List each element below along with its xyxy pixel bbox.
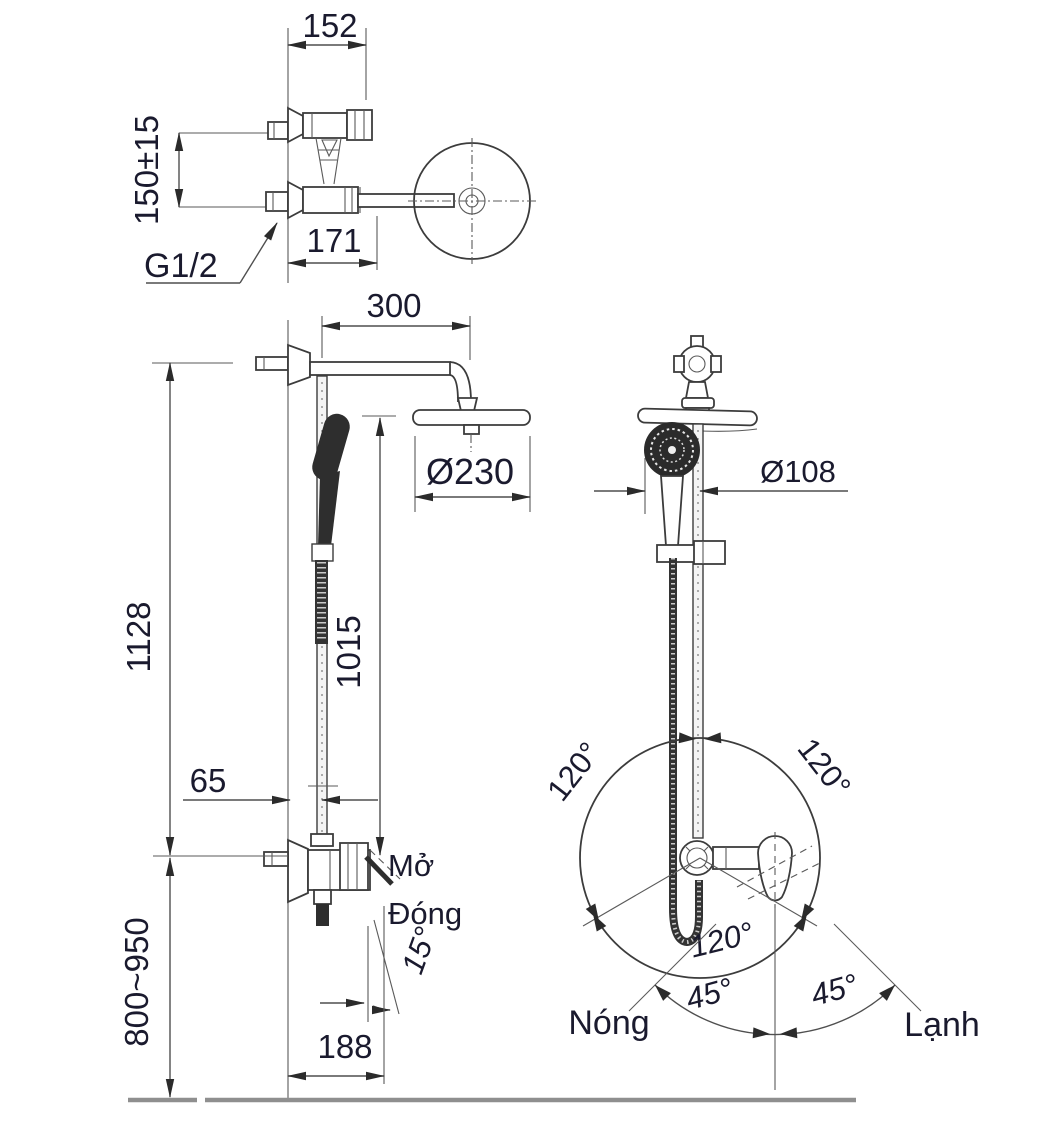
hot-cold-angle-diagram: 45° 45° Nóng Lạnh bbox=[568, 905, 980, 1090]
dim-1015-group: 1015 bbox=[330, 415, 396, 856]
dim-install-height-label: 800~950 bbox=[118, 917, 155, 1046]
dim-150-group: 150±15 bbox=[128, 115, 270, 225]
dim-cold-angle-label: 45° bbox=[807, 967, 861, 1013]
dim-bar-height-label: 1015 bbox=[330, 615, 367, 688]
dim-width-bottom-label: 171 bbox=[306, 222, 361, 259]
label-hot: Nóng bbox=[568, 1004, 649, 1042]
dim-wall-offset-label: 65 bbox=[190, 762, 227, 799]
dim-800-950-group: 800~950 bbox=[118, 857, 175, 1098]
dim-1128-group: 1128 bbox=[120, 362, 233, 856]
thread-label: G1/2 bbox=[144, 247, 218, 285]
dim-108-group: Ø108 bbox=[594, 454, 848, 514]
dim-300-group: 300 bbox=[321, 287, 471, 360]
dim-171-group: 171 bbox=[287, 216, 378, 270]
hand-shower-side-view bbox=[311, 413, 350, 644]
slide-bar-front-view bbox=[692, 423, 704, 839]
mixer-valve-front-view bbox=[679, 832, 823, 908]
dim-head-diameter-label: Ø230 bbox=[426, 451, 514, 492]
label-open: Mở bbox=[388, 848, 434, 883]
dim-width-top-label: 152 bbox=[302, 7, 357, 44]
hand-shower-front-view bbox=[644, 422, 700, 559]
hose-front-view bbox=[669, 558, 703, 947]
label-cold: Lạnh bbox=[904, 1006, 980, 1044]
dim-230-group: Ø230 bbox=[414, 436, 531, 512]
dim-65-group: 65 bbox=[183, 762, 378, 805]
side-view: 300 Ø230 bbox=[118, 287, 856, 1103]
shower-arm-top-view bbox=[357, 193, 455, 208]
holder-bracket bbox=[656, 540, 726, 565]
rain-shower-head-top-view bbox=[408, 138, 536, 264]
ball-joint-front-view bbox=[673, 335, 722, 421]
rain-shower-head-side-view bbox=[412, 397, 531, 452]
dim-152-group: 152 bbox=[287, 7, 367, 100]
dim-depth-label: 188 bbox=[317, 1028, 372, 1065]
dim-total-height-label: 1128 bbox=[120, 602, 157, 673]
top-view: 152 150±15 bbox=[128, 7, 536, 285]
dim-arm-length-label: 300 bbox=[366, 287, 421, 324]
front-view: Ø108 bbox=[540, 335, 980, 1090]
thread-callout-group: G1/2 bbox=[144, 222, 278, 285]
valve-top-view bbox=[265, 106, 455, 220]
dim-188-group: 188 bbox=[287, 906, 385, 1084]
dim-port-spacing-label: 150±15 bbox=[128, 115, 165, 225]
mixer-valve-side-view bbox=[263, 833, 401, 926]
dim-15deg-group: 15° bbox=[320, 919, 444, 1022]
label-close: Đóng bbox=[388, 896, 462, 931]
dim-hand-shower-diameter-label: Ø108 bbox=[760, 454, 836, 489]
